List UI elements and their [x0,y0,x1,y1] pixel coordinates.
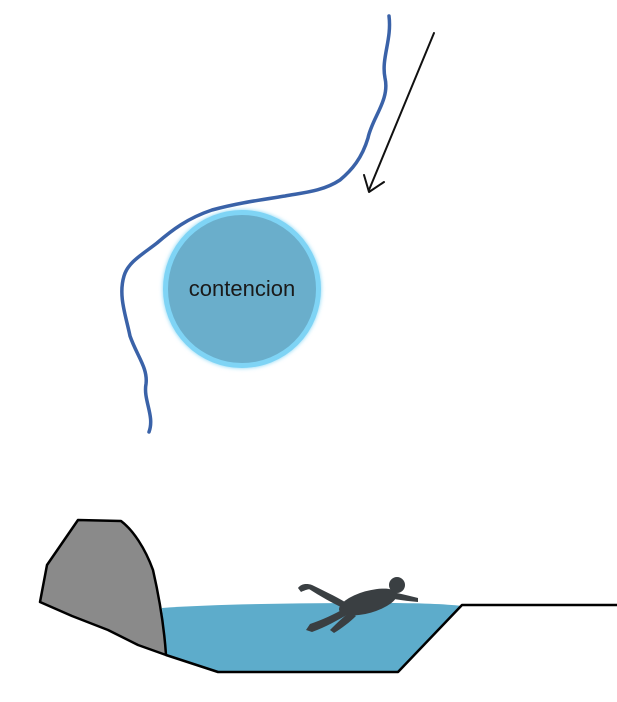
swimmer-icon [298,577,418,633]
flow-direction-arrow-icon [363,32,435,193]
water-body [162,603,462,672]
containment-circle: contencion [163,210,321,368]
river-line [120,14,392,434]
riverbed-line [165,603,617,674]
containment-label: contencion [189,276,295,301]
river-section [38,518,617,674]
rock-icon [38,518,168,657]
